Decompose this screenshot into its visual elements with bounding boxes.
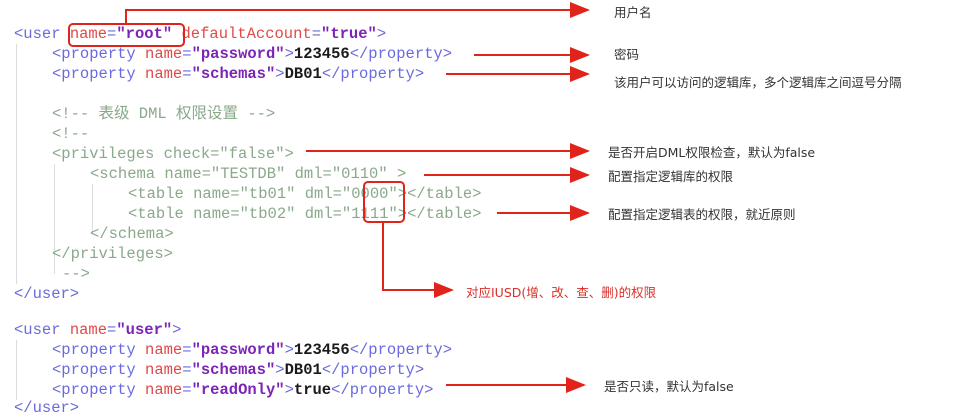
code-comment-title: <!-- 表级 DML 权限设置 --> bbox=[52, 105, 276, 123]
code-comment-open: <!-- bbox=[52, 125, 90, 143]
note-readonly: 是否只读，默认为false bbox=[604, 379, 734, 394]
note-password: 密码 bbox=[614, 47, 640, 62]
code-user-close: </user> bbox=[14, 285, 80, 303]
arrow-username bbox=[125, 2, 590, 24]
code-comment-close: --> bbox=[62, 265, 90, 283]
note-privileges-check: 是否开启DML权限检查，默认为false bbox=[608, 145, 816, 160]
arrow-iusd bbox=[382, 222, 454, 298]
code-line-password: <property name="password">123456</proper… bbox=[52, 45, 453, 63]
highlight-box-root bbox=[68, 23, 185, 47]
indent-guide bbox=[54, 164, 55, 274]
dml-value-tb01: 0000 bbox=[351, 185, 389, 203]
indent-guide bbox=[16, 340, 17, 400]
note-schema-privilege: 配置指定逻辑库的权限 bbox=[608, 169, 734, 184]
code-line-user-user-open: <user name="user"> bbox=[14, 321, 182, 339]
code-table-tb02: <table name="tb02" dml="1111"></table> bbox=[128, 205, 482, 223]
code-schema-close: </schema> bbox=[90, 225, 174, 243]
code-line-readonly: <property name="readOnly">true</property… bbox=[52, 381, 434, 399]
indent-guide bbox=[16, 44, 17, 284]
note-iusd: 对应IUSD(增、改、查、删)的权限 bbox=[466, 285, 657, 300]
highlight-box-dml bbox=[363, 181, 405, 223]
indent-guide bbox=[92, 184, 93, 234]
code-schema-open: <schema name="TESTDB" dml="0110" > bbox=[90, 165, 407, 183]
code-user-close-2: </user> bbox=[14, 399, 80, 417]
code-table-tb01: <table name="tb01" dml="0000"></table> bbox=[128, 185, 482, 203]
code-line-schemas-2: <property name="schemas">DB01</property> bbox=[52, 361, 425, 379]
note-schemas: 该用户可以访问的逻辑库，多个逻辑库之间逗号分隔 bbox=[614, 75, 902, 90]
dml-value-tb02: 1111 bbox=[351, 205, 389, 223]
code-line-schemas: <property name="schemas">DB01</property> bbox=[52, 65, 425, 83]
code-line-user-root-open: <user name="root" defaultAccount="true"> bbox=[14, 25, 387, 43]
note-table-privilege: 配置指定逻辑表的权限，就近原则 bbox=[608, 207, 796, 222]
code-privileges-close: </privileges> bbox=[52, 245, 173, 263]
code-line-password-2: <property name="password">123456</proper… bbox=[52, 341, 453, 359]
code-privileges-open: <privileges check="false"> bbox=[52, 145, 294, 163]
note-username: 用户名 bbox=[614, 5, 652, 20]
